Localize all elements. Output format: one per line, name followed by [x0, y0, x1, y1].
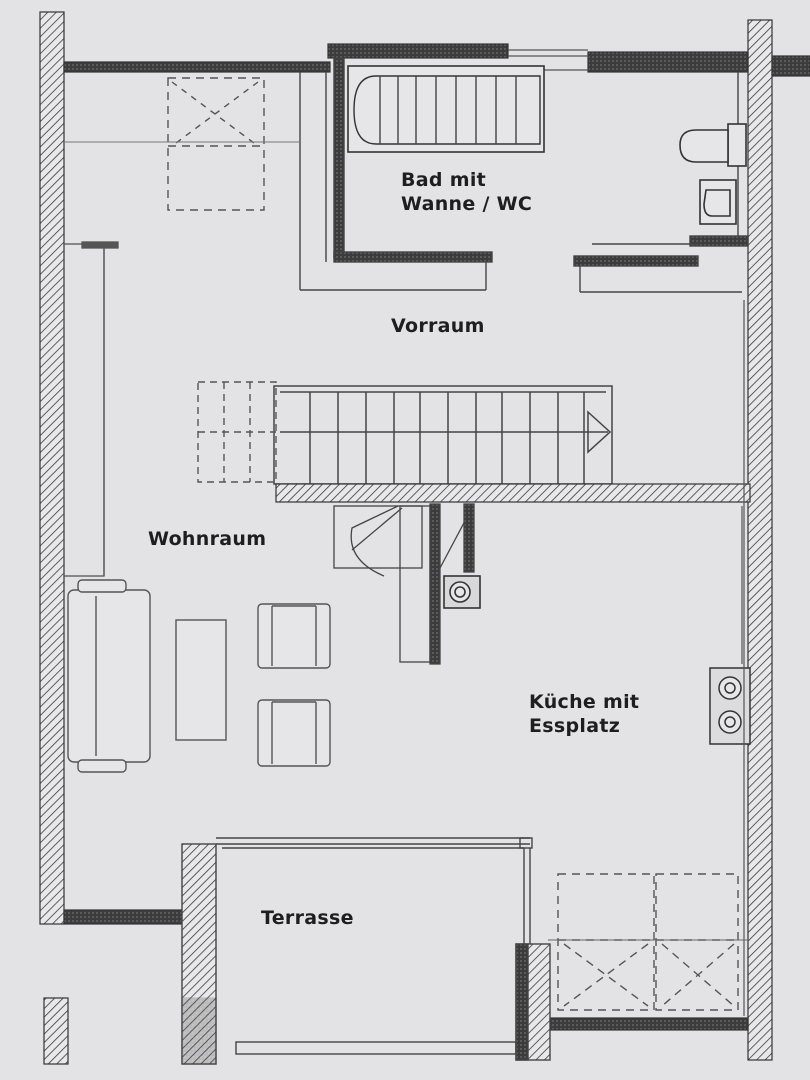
south-wall-right	[549, 1017, 749, 1031]
roof-window-nw	[167, 77, 265, 211]
coffee-table-icon	[175, 619, 227, 741]
wall-stub-sw	[43, 997, 69, 1065]
living-room-label: Wohnraum	[148, 528, 267, 550]
chimney-icon	[443, 575, 481, 609]
west-wall	[39, 11, 65, 925]
cooktop-icon	[709, 667, 751, 745]
north-wall-bath	[327, 43, 509, 59]
stair-wall	[275, 483, 751, 503]
bathroom-label: Bad mit Wanne / WC	[401, 168, 532, 216]
terrace-label: Terrasse	[261, 907, 354, 929]
roof-window-se	[557, 873, 739, 1011]
bathroom-label-line2: Wanne / WC	[401, 193, 533, 215]
washbasin-icon	[699, 179, 737, 225]
stair-arrow-icon	[587, 410, 612, 454]
armchair-icon	[257, 603, 331, 669]
bathroom-wall-south-left	[333, 251, 493, 263]
toilet-icon	[679, 123, 747, 167]
kitchen-label: Küche mit Essplatz	[529, 690, 639, 738]
bathroom-wall-west	[333, 57, 345, 259]
kitchen-label-line2: Essplatz	[529, 715, 621, 737]
staircase-above-dashed	[197, 381, 277, 483]
kitchen-label-line1: Küche mit	[529, 691, 640, 713]
bathroom-label-line1: Bad mit	[401, 169, 487, 191]
bathtub-icon	[347, 65, 545, 153]
armchair-icon	[257, 699, 331, 767]
north-wall-east-end	[771, 55, 810, 77]
north-wall-right	[587, 51, 749, 73]
bathroom-wall-south-right	[573, 255, 699, 267]
staircase	[273, 385, 613, 485]
bathroom	[299, 57, 749, 293]
bathroom-wall-east	[689, 235, 749, 247]
north-wall-left	[63, 61, 331, 73]
exterior-walls	[39, 11, 810, 1065]
terrace	[181, 837, 551, 1065]
kitchen-counter	[741, 300, 745, 1016]
sofa-icon	[67, 579, 151, 773]
cellar-access	[333, 503, 475, 665]
hallway-label: Vorraum	[391, 315, 485, 337]
wall-shelf	[63, 241, 119, 577]
east-wall	[747, 19, 773, 1061]
south-wall-left	[63, 909, 185, 925]
